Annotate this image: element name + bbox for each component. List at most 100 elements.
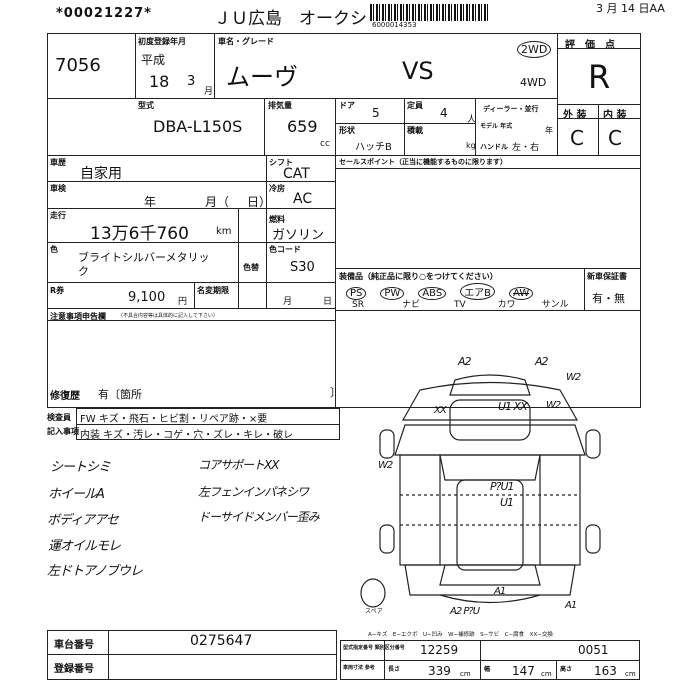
- engine-label: 排気量: [268, 101, 292, 110]
- inspector-label-1: 検査員: [47, 413, 71, 422]
- repair-value: 有〔箇所: [98, 388, 142, 401]
- shift-label: シフト: [269, 158, 293, 167]
- color-code-value: S30: [290, 260, 315, 275]
- engine-unit: cc: [320, 139, 330, 149]
- length-value: 339: [428, 664, 451, 678]
- length-label: 長さ: [388, 666, 401, 673]
- dim-label: 車両寸法 参考: [343, 665, 375, 671]
- chassis-value: 0275647: [190, 633, 253, 649]
- registration-label: 初度登録年月: [138, 37, 186, 46]
- new-car-value: 有・無: [592, 292, 625, 305]
- car-damage-diagram: [360, 374, 601, 608]
- tax-month: 月: [283, 297, 293, 307]
- car-name-label: 車名・グレード: [218, 37, 274, 46]
- barcode-number: 6000014353: [372, 21, 417, 29]
- drive-2wd: 2WD: [517, 41, 552, 58]
- registration-year: 18: [149, 72, 170, 91]
- barcode: [370, 4, 488, 21]
- drive-4wd: 4WD: [520, 76, 547, 89]
- color-value-1: ブライトシルバーメタリッ: [78, 251, 210, 264]
- recycle-unit: 円: [178, 297, 188, 307]
- tax-label: 名変期限: [197, 286, 229, 295]
- mileage-value: 13万6千760: [90, 224, 189, 244]
- class-value: 0051: [578, 643, 609, 657]
- sheet-frame: [47, 33, 641, 408]
- model-year-unit: 年: [545, 126, 553, 135]
- inspector-label-2: 記入事項: [47, 427, 79, 436]
- width-label: 幅: [484, 666, 491, 673]
- car-grade: VS: [402, 57, 434, 85]
- dealer-label: ディーラー・並行: [483, 105, 539, 113]
- mark-w2-top: W2: [566, 372, 581, 383]
- inspection-year: 年: [144, 195, 157, 209]
- mileage-label: 走行: [50, 211, 66, 220]
- inspection-label: 車検: [50, 184, 66, 193]
- mark-w2-right: W2: [546, 400, 561, 411]
- load-label: 積載: [407, 126, 423, 135]
- recycle-label: R券: [50, 286, 65, 295]
- remark-2: ホイールA: [48, 487, 105, 502]
- evaluation-score: R: [588, 58, 610, 96]
- registration-month: 3: [187, 74, 196, 89]
- inspector-row-2: 内装 キズ・汚レ・コゲ・穴・ズレ・キレ・破レ: [80, 430, 294, 441]
- tax-day: 日: [323, 297, 333, 307]
- model-value: DBA-L150S: [153, 117, 243, 136]
- bottom-table: [47, 630, 337, 680]
- capacity-value: 4: [440, 106, 448, 120]
- height-unit: cm: [625, 670, 636, 678]
- model-label: 型式: [138, 101, 154, 110]
- sales-point-label: セールスポイント（正当に機能するものに限ります）: [339, 158, 507, 166]
- exterior-score: C: [570, 126, 584, 150]
- mark-a2pu: A2 P?U: [450, 606, 480, 617]
- aircon-value: AC: [293, 191, 313, 207]
- remark-5: 左ドトアノブウレ: [47, 564, 143, 579]
- mark-w2-left: W2: [378, 460, 393, 471]
- engine-value: 659: [287, 117, 318, 136]
- form-label: 型式指定番号 類別区分番号: [343, 645, 405, 651]
- equipment-ps: PS: [346, 287, 367, 300]
- chassis-label: 車台番号: [54, 640, 94, 651]
- aircon-label: 冷房: [269, 184, 285, 193]
- equipment-abs: ABS: [418, 287, 447, 300]
- equipment-leather: カワ: [497, 300, 516, 310]
- mileage-unit: km: [216, 226, 232, 237]
- interior-score: C: [608, 126, 622, 150]
- doors-value: 5: [372, 106, 380, 120]
- header-date: 3 月 14 日AA: [596, 2, 665, 15]
- usage-label: 車歴: [50, 158, 66, 167]
- form-value: 12259: [420, 643, 459, 657]
- inspection-day: 日）: [247, 195, 272, 209]
- color-change-label: 色替: [243, 263, 259, 272]
- mark-a1-right: A1: [565, 600, 577, 611]
- capacity-label: 定員: [407, 101, 423, 110]
- notes-sub: （不具合内容等は具体的に記入して下さい）: [118, 313, 218, 319]
- capacity-unit: 人: [467, 115, 477, 125]
- load-unit: kg: [466, 141, 476, 150]
- car-name: ムーヴ: [226, 63, 298, 91]
- model-year-label: モデル 年式: [480, 123, 513, 130]
- equipment-pw: PW: [380, 287, 405, 300]
- registration-era: 平成: [141, 53, 166, 67]
- equipment-label: 装備品（純正品に限り○をつけてください）: [339, 272, 498, 281]
- equipment-airbag: エアB: [460, 283, 496, 300]
- remark-3: ボディアアセ: [47, 513, 119, 528]
- mark-u1xx: U1 XX: [498, 400, 528, 413]
- height-label: 高さ: [560, 666, 573, 673]
- header-top-number: *00021227*: [56, 6, 152, 21]
- mark-xx-left: XX: [434, 405, 447, 416]
- equipment-sunroof: サンル: [541, 300, 569, 310]
- remark-4: 運オイルモレ: [48, 539, 121, 554]
- remark-right-3: ドーサイドメンバー歪み: [198, 510, 320, 524]
- header-auction: ＪＵ広島 オークシ: [214, 9, 367, 29]
- mark-u1: U1: [500, 496, 514, 509]
- evaluation-label: 評 価 点: [565, 40, 615, 51]
- color-value-2: ク: [78, 265, 89, 278]
- damage-legend: A−キズ E−エクボ U−凹み W−補修跡 S−サビ C−腐食 XX−交換: [368, 632, 553, 638]
- shift-value: CAT: [283, 166, 310, 182]
- remark-right-1: コアサポートXX: [198, 458, 279, 472]
- width-value: 147: [512, 664, 535, 678]
- fuel-label: 燃料: [269, 215, 285, 224]
- inspector-row-1: FW キズ・飛石・ヒビ割・リペア跡・×要: [80, 414, 268, 425]
- remark-right-2: 左フェンインパネシワ: [198, 485, 309, 499]
